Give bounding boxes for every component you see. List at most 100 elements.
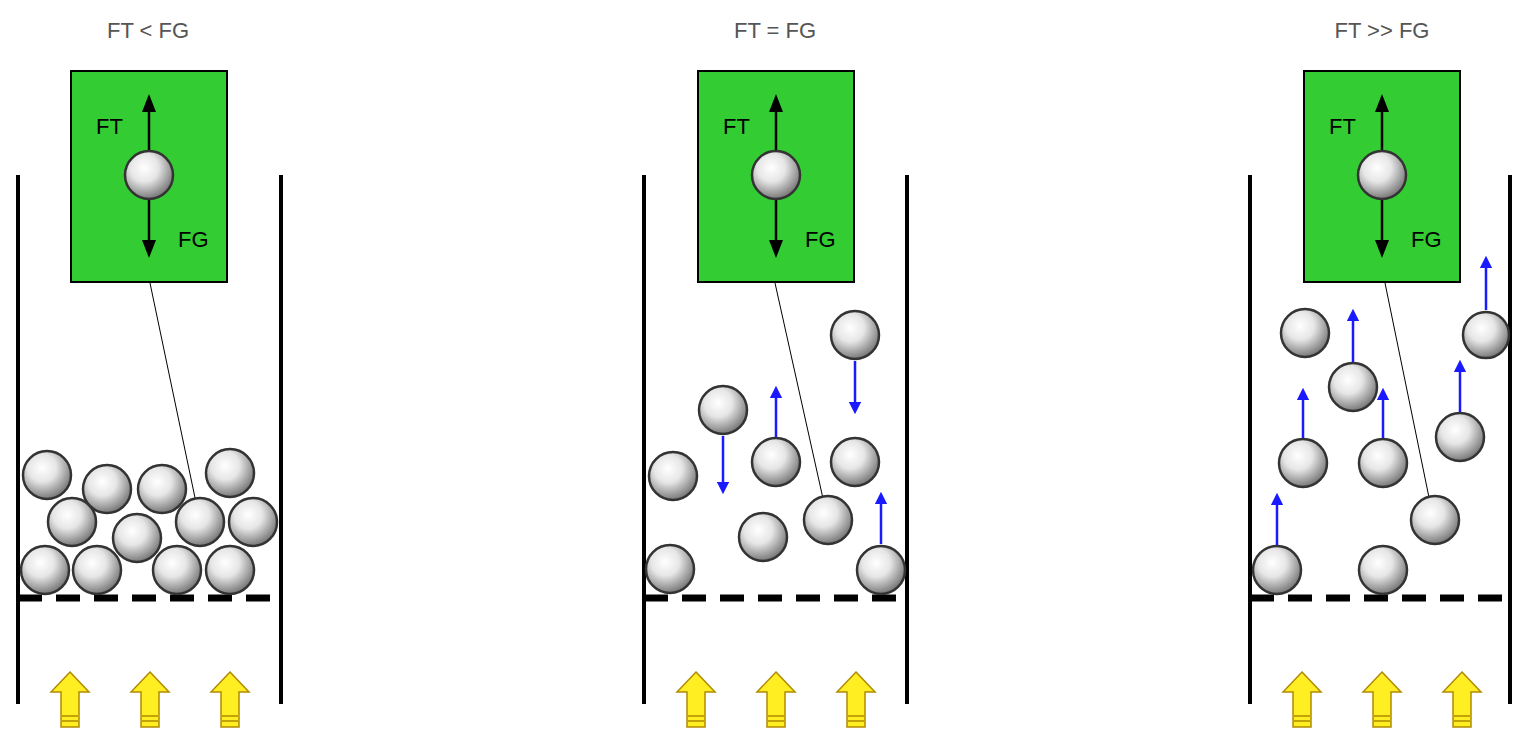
particle <box>804 496 852 544</box>
condition-title: FT < FG <box>107 20 189 42</box>
force-box: FT FG <box>1303 70 1461 283</box>
particle <box>1358 151 1406 199</box>
gas-flow-arrow <box>837 672 875 727</box>
particle <box>831 311 879 359</box>
gas-flow-arrow <box>1443 672 1481 727</box>
particle <box>1253 546 1301 594</box>
force-label: FT <box>1329 116 1356 138</box>
particles <box>21 309 1509 594</box>
particle <box>73 546 121 594</box>
gas-flow-arrow <box>131 672 169 727</box>
motion-arrows <box>723 262 1486 545</box>
particle <box>739 513 787 561</box>
particle <box>1359 439 1407 487</box>
force-label: FT <box>723 116 750 138</box>
force-arrow <box>1381 110 1384 150</box>
particle <box>83 465 131 513</box>
gas-flow-arrow-stripe <box>142 715 158 717</box>
arrowhead <box>769 240 783 258</box>
wall <box>279 175 283 704</box>
particle <box>1279 439 1327 487</box>
gas-flow-arrow-body <box>51 672 89 727</box>
gas-flow-arrow-body <box>757 672 795 727</box>
gas-flow-arrow <box>211 672 249 727</box>
particle <box>1281 309 1329 357</box>
gas-flow-arrow <box>677 672 715 727</box>
gas-flow-arrow-body <box>1443 672 1481 727</box>
motion-arrow <box>880 498 883 544</box>
gas-flow-arrow <box>1363 672 1401 727</box>
gas-flow-arrow-body <box>1363 672 1401 727</box>
particle <box>176 498 224 546</box>
gas-flow-arrow <box>51 672 89 727</box>
particle <box>1411 496 1459 544</box>
force-arrow <box>148 110 151 150</box>
gas-flow-arrow-body <box>837 672 875 727</box>
force-arrow <box>775 200 778 240</box>
particle <box>1329 363 1377 411</box>
wall <box>16 175 20 704</box>
condition-title: FT >> FG <box>1335 20 1430 42</box>
motion-arrow <box>854 361 857 408</box>
distributor-plate <box>18 595 281 602</box>
force-box: FTFG <box>70 70 228 283</box>
distributor-plates <box>18 595 1510 602</box>
particle <box>1463 312 1509 358</box>
wall <box>642 175 646 704</box>
gas-flow-arrow-stripe <box>688 720 704 722</box>
force-arrow <box>1381 200 1384 240</box>
force-label: FG <box>1411 229 1442 251</box>
particle <box>1436 413 1484 461</box>
particle <box>21 546 69 594</box>
particle <box>752 438 800 486</box>
motion-arrow <box>1302 394 1305 438</box>
gas-flow-arrow-body <box>677 672 715 727</box>
gas-flow-arrow-stripe <box>768 715 784 717</box>
arrowhead <box>1375 240 1389 258</box>
particle <box>1359 546 1407 594</box>
particle <box>646 545 694 593</box>
gas-flow-arrows <box>51 672 1481 727</box>
motion-arrow <box>1276 499 1279 545</box>
particle <box>206 449 254 497</box>
particle <box>649 452 697 500</box>
gas-flow-arrow-stripe <box>848 715 864 717</box>
gas-flow-arrow-stripe <box>848 720 864 722</box>
gas-flow-arrow-stripe <box>1374 715 1390 717</box>
particle <box>699 386 747 434</box>
motion-arrow <box>1382 394 1385 438</box>
force-arrow <box>775 110 778 150</box>
gas-flow-arrow-stripe <box>688 715 704 717</box>
wall <box>1508 175 1512 704</box>
wall <box>905 175 909 704</box>
gas-flow-arrow-stripe <box>62 715 78 717</box>
leader-lines <box>150 283 1432 512</box>
particle <box>153 546 201 594</box>
gas-flow-arrow-body <box>1283 672 1321 727</box>
particle <box>113 514 161 562</box>
arrowhead <box>142 94 156 112</box>
gas-flow-arrow-stripe <box>1454 715 1470 717</box>
particle <box>23 451 71 499</box>
motion-arrow <box>1459 366 1462 412</box>
particle <box>125 151 173 199</box>
motion-arrow <box>1485 262 1488 310</box>
arrowhead <box>142 240 156 258</box>
gas-flow-arrow-stripe <box>62 720 78 722</box>
gas-flow-arrow-stripe <box>1294 715 1310 717</box>
particle <box>138 465 186 513</box>
gas-flow-arrow-body <box>131 672 169 727</box>
condition-title: FT = FG <box>734 20 816 42</box>
gas-flow-arrow-stripe <box>142 720 158 722</box>
arrowhead <box>1375 94 1389 112</box>
gas-flow-arrow <box>757 672 795 727</box>
force-label: FT <box>96 116 123 138</box>
arrowhead <box>769 94 783 112</box>
force-box: FTFG <box>697 70 855 283</box>
distributor-plate <box>644 595 907 602</box>
particle <box>831 438 879 486</box>
wall <box>1248 175 1252 704</box>
gas-flow-arrow <box>1283 672 1321 727</box>
particle <box>857 546 905 594</box>
gas-flow-arrow-stripe <box>1374 720 1390 722</box>
